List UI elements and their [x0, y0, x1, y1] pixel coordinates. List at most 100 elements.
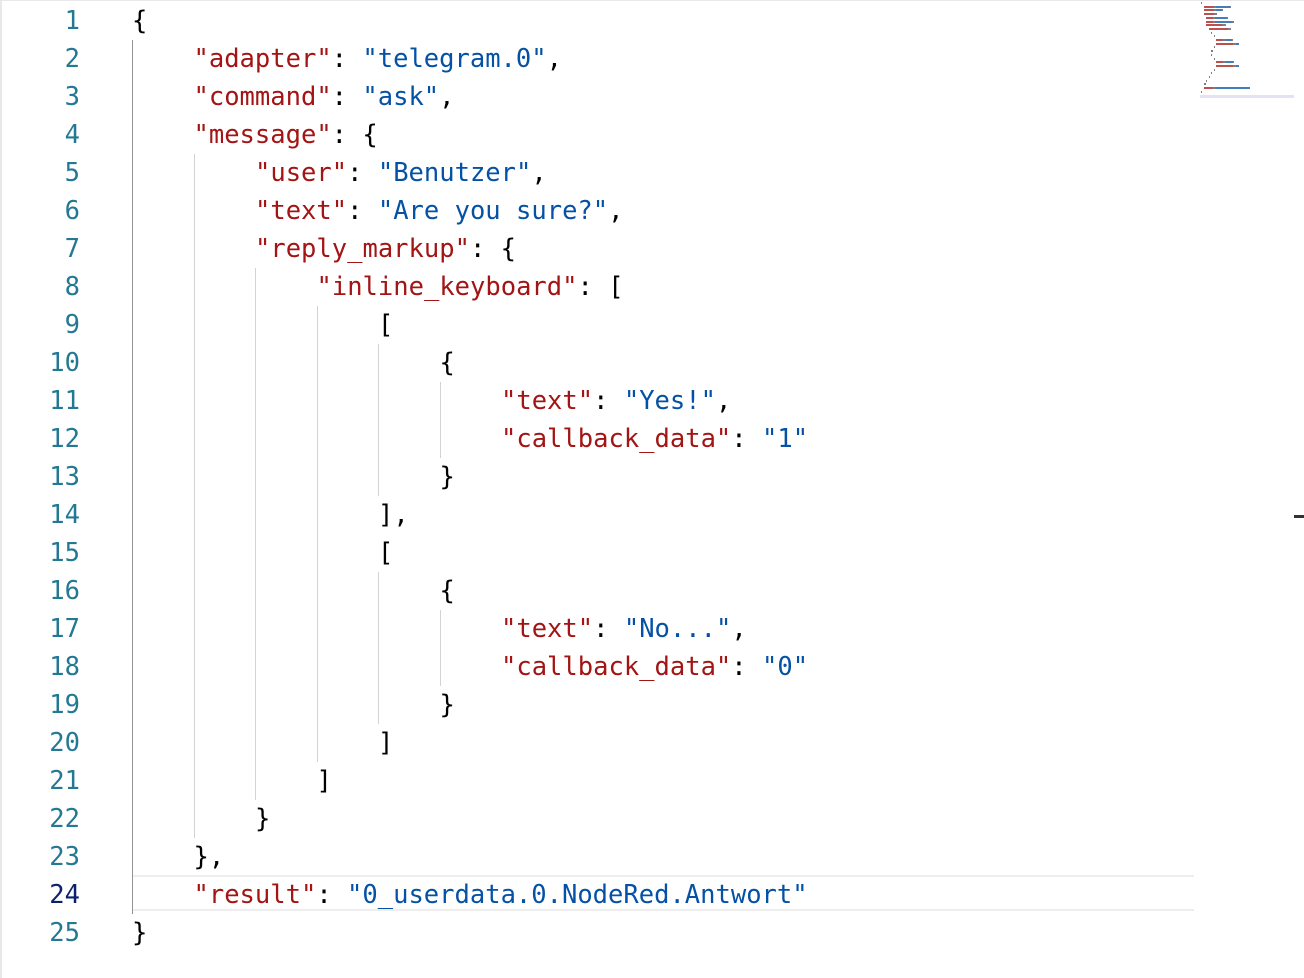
minimap-token [1211, 31, 1213, 34]
code-line[interactable]: "callback_data": "1" [501, 420, 808, 458]
code-line[interactable]: }, [194, 838, 225, 876]
code-line[interactable]: "text": "Are you sure?", [255, 192, 624, 230]
code-line[interactable]: "adapter": "telegram.0", [194, 40, 562, 78]
scrollbar-marker[interactable] [1294, 515, 1304, 518]
json-key: "inline_keyboard" [316, 272, 578, 302]
code-line[interactable]: "callback_data": "0" [501, 648, 808, 686]
minimap-token [1203, 83, 1206, 86]
minimap-token [1212, 87, 1215, 90]
code-area[interactable]: { "adapter": "telegram.0","command": "ask… [132, 1, 1304, 978]
indent-guide [439, 610, 441, 686]
minimap-token [1225, 39, 1233, 41]
code-line[interactable]: { [440, 344, 455, 382]
json-punctuation: } [255, 804, 271, 834]
line-number: 6 [64, 196, 80, 226]
minimap-token [1215, 16, 1227, 19]
code-line[interactable]: ], [378, 496, 409, 534]
minimap-token [1233, 64, 1236, 67]
code-line[interactable]: "result": "0_userdata.0.NodeRed.Antwort" [194, 876, 808, 914]
minimap[interactable] [1200, 1, 1294, 101]
json-punctuation: ] [378, 728, 394, 758]
minimap-token [1222, 61, 1226, 64]
line-number: 11 [49, 386, 80, 416]
code-line[interactable]: { [132, 2, 147, 40]
minimap-token [1221, 9, 1224, 12]
minimap-token [1215, 87, 1250, 90]
line-number: 10 [49, 348, 80, 378]
json-punctuation: : [731, 652, 763, 682]
code-line[interactable]: { [440, 572, 455, 610]
line-number: 24 [49, 880, 80, 910]
minimap-slider[interactable] [1200, 95, 1294, 98]
line-number: 4 [64, 120, 80, 150]
minimap-token [1216, 39, 1223, 41]
code-line[interactable]: } [440, 686, 455, 724]
minimap-token [1216, 61, 1223, 64]
indent-guide [439, 382, 441, 458]
minimap-token [1203, 87, 1213, 90]
code-line[interactable]: "text": "No...", [501, 610, 747, 648]
minimap-token [1222, 39, 1226, 41]
code-line[interactable]: "inline_keyboard": [ [317, 268, 624, 306]
indent-guide [193, 154, 195, 838]
indent-guide [378, 344, 379, 496]
code-line[interactable]: "user": "Benutzer", [255, 154, 547, 192]
indent-guide [316, 306, 318, 762]
line-number: 12 [49, 424, 80, 454]
code-line[interactable]: ] [317, 762, 332, 800]
json-punctuation: : [731, 424, 763, 454]
minimap-token [1208, 27, 1229, 30]
json-punctuation: } [439, 462, 455, 492]
line-number: 3 [64, 82, 80, 112]
line-number: 18 [49, 652, 80, 682]
code-line[interactable]: } [255, 800, 270, 838]
minimap-token [1212, 16, 1216, 19]
json-key: "result" [193, 880, 317, 910]
line-number: 5 [64, 158, 80, 188]
minimap-token [1201, 90, 1203, 93]
minimap-token [1206, 20, 1213, 23]
code-line[interactable]: } [132, 914, 147, 952]
code-line[interactable]: [ [378, 306, 393, 344]
line-number: 14 [49, 500, 80, 530]
json-string: "ask" [362, 82, 440, 112]
json-key: "message" [193, 120, 332, 150]
json-punctuation: } [132, 918, 148, 948]
minimap-token [1208, 76, 1210, 78]
line-number: 19 [49, 690, 80, 720]
line-number: 15 [49, 538, 80, 568]
code-line[interactable]: ] [378, 724, 393, 762]
code-line[interactable]: [ [378, 534, 393, 572]
code-line[interactable]: "message": { [194, 116, 378, 154]
minimap-token [1216, 5, 1230, 8]
minimap-token [1233, 42, 1236, 45]
line-number: 9 [64, 310, 80, 340]
minimap-token [1213, 9, 1217, 12]
minimap-token [1203, 5, 1214, 8]
line-number: 17 [49, 614, 80, 644]
json-string: "0" [762, 652, 809, 682]
code-line[interactable]: "command": "ask", [194, 78, 455, 116]
code-line[interactable]: } [440, 458, 455, 496]
json-key: "callback_data" [501, 424, 732, 454]
json-key: "text" [255, 196, 348, 226]
json-string: "Benutzer" [377, 158, 532, 188]
minimap-token [1216, 64, 1234, 67]
current-line-highlight [132, 875, 1194, 911]
code-line[interactable]: "reply_markup": { [255, 230, 516, 268]
indent-guide [132, 40, 133, 914]
minimap-token [1232, 20, 1234, 23]
minimap-token [1211, 53, 1213, 56]
line-number: 8 [64, 272, 80, 302]
json-string: "Yes!" [623, 386, 716, 416]
minimap-token [1201, 2, 1203, 4]
minimap-token [1226, 16, 1228, 19]
json-string: "Are you sure?" [377, 196, 609, 226]
minimap-token [1232, 39, 1234, 41]
json-key: "user" [255, 158, 348, 188]
code-line[interactable]: "text": "Yes!", [501, 382, 731, 420]
json-punctuation: : [331, 82, 363, 112]
minimap-token [1216, 42, 1234, 45]
